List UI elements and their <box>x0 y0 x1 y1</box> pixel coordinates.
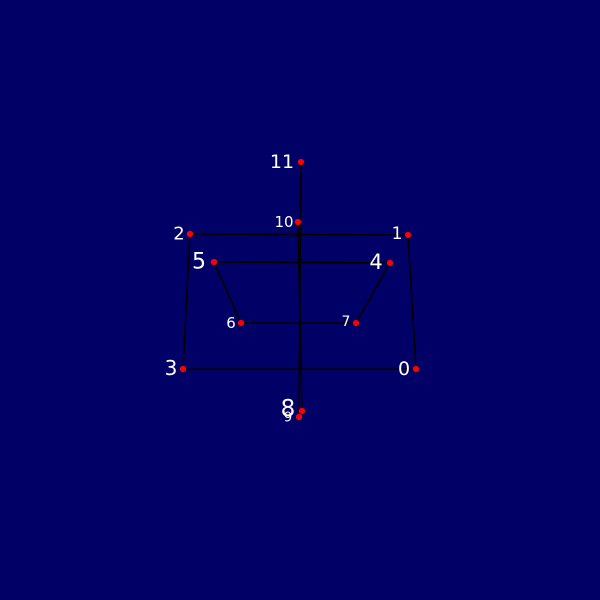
edge-4-5 <box>213 261 391 264</box>
node-3-label: 3 <box>165 356 178 380</box>
edge-5-6 <box>213 261 242 324</box>
node-4-label: 4 <box>369 250 382 274</box>
node-10-label: 10 <box>274 213 293 231</box>
node-6-label: 6 <box>226 314 236 332</box>
node-7-dot <box>352 319 360 327</box>
node-8-label: 8 <box>281 396 296 422</box>
node-11-dot <box>297 158 305 166</box>
node-6-dot <box>237 319 245 327</box>
edge-2-3 <box>182 233 191 370</box>
node-0-label: 0 <box>398 358 410 380</box>
edge-9-11 <box>298 161 302 418</box>
node-0-dot <box>412 365 420 373</box>
node-7-label: 7 <box>342 314 351 330</box>
edges-group <box>182 161 417 418</box>
edge-0-1 <box>407 234 417 370</box>
node-9-dot <box>295 413 303 421</box>
node-9-label: 9 <box>284 411 292 426</box>
nodes-group: 0 1 2 3 4 5 6 7 89 10 11 <box>165 151 420 426</box>
node-3-dot <box>179 365 187 373</box>
edge-7-4 <box>355 262 391 324</box>
node-10-dot <box>294 218 302 226</box>
node-5-label: 5 <box>192 250 206 275</box>
node-1-dot <box>404 231 412 239</box>
node-4-dot <box>386 259 394 267</box>
node-8-dot <box>298 407 306 415</box>
node-5-dot <box>210 258 218 266</box>
node-2-label: 2 <box>173 224 184 245</box>
node-2-dot <box>186 230 194 238</box>
node-11-label: 11 <box>270 151 294 173</box>
node-1-label: 1 <box>392 224 403 244</box>
